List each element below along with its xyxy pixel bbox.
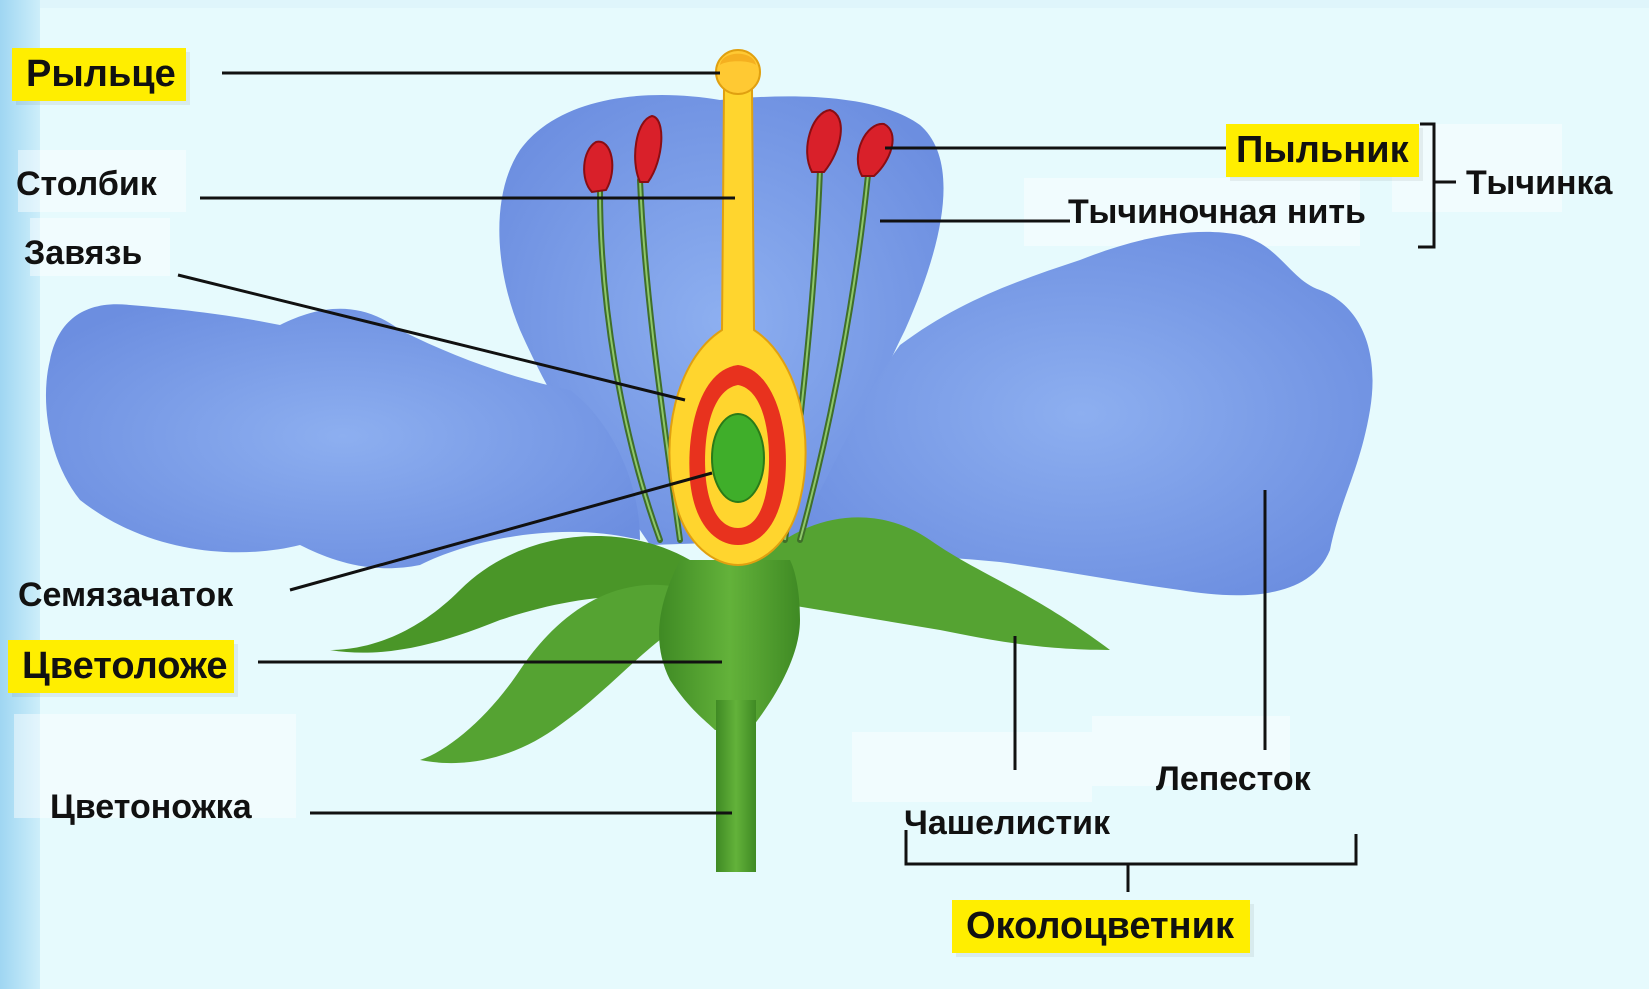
ovule-shape xyxy=(712,414,764,502)
filament-label: Тычиночная нить xyxy=(1068,195,1366,229)
receptacle-label: Цветоложе xyxy=(8,640,234,693)
stamen-label: Тычинка xyxy=(1466,166,1612,200)
petal-label: Лепесток xyxy=(1156,762,1311,796)
anther-label: Пыльник xyxy=(1226,124,1419,177)
sepal-label: Чашелистик xyxy=(904,806,1110,840)
ovule-label: Семязачаток xyxy=(18,578,233,612)
pedicel-shape xyxy=(716,700,756,872)
style-label: Столбик xyxy=(16,167,157,201)
perianth-label: Околоцветник xyxy=(952,900,1250,953)
ovary-label: Завязь xyxy=(24,236,142,270)
pedicel-label: Цветоножка xyxy=(50,790,252,824)
stigma-label: Рыльце xyxy=(12,48,186,101)
